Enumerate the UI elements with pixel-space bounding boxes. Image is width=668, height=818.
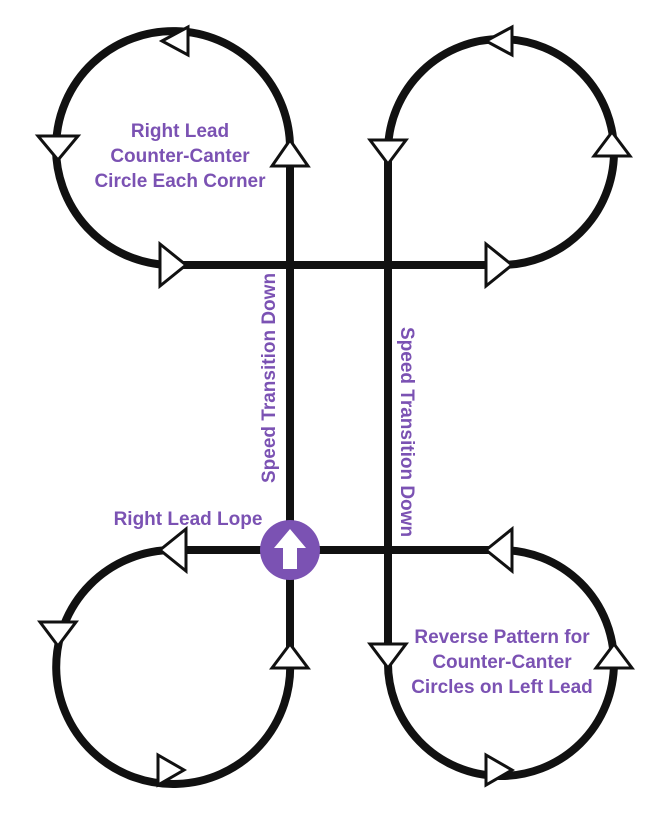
triangle-arrow-icon (156, 752, 188, 788)
bottom-right-label-line-1: Reverse Pattern for (414, 627, 590, 648)
bottom-right-label-line-3: Circles on Left Lead (411, 677, 593, 698)
triangle-arrow-icon (269, 137, 311, 168)
triangle-arrow-icon (367, 138, 409, 167)
triangle-arrow-icon (37, 620, 79, 649)
triangle-arrow-icon (483, 525, 514, 575)
loop-bottom-right (383, 545, 618, 780)
triangle-arrow-icon (591, 129, 633, 158)
start-marker (260, 520, 320, 580)
top-left-label-line-1: Right Lead (131, 121, 229, 142)
triangle-arrow-icon (158, 24, 190, 58)
right-vertical-label: Speed Transition Down (396, 327, 417, 537)
loop-bottom-left (52, 545, 295, 788)
triangle-arrow-icon (34, 134, 82, 163)
bottom-right-label-line-2: Counter-Canter (432, 652, 572, 673)
loop-top-left (52, 27, 295, 269)
triangle-arrow-icon (484, 752, 516, 788)
triangle-arrow-icon (484, 240, 515, 290)
top-left-label-line-3: Circle Each Corner (94, 171, 266, 192)
loop-top-right (384, 35, 618, 270)
up-arrow-icon (274, 529, 306, 569)
triangle-arrow-icon (158, 240, 189, 290)
triangle-arrow-icon (269, 641, 311, 670)
triangle-arrow-icon (482, 24, 514, 58)
left-vertical-label: Speed Transition Down (259, 273, 280, 483)
top-left-label-line-2: Counter-Canter (110, 146, 250, 167)
triangle-arrow-icon (157, 525, 188, 575)
triangle-arrow-icon (593, 641, 635, 670)
triangle-arrow-icon (367, 642, 409, 671)
start-label: Right Lead Lope (114, 509, 263, 530)
